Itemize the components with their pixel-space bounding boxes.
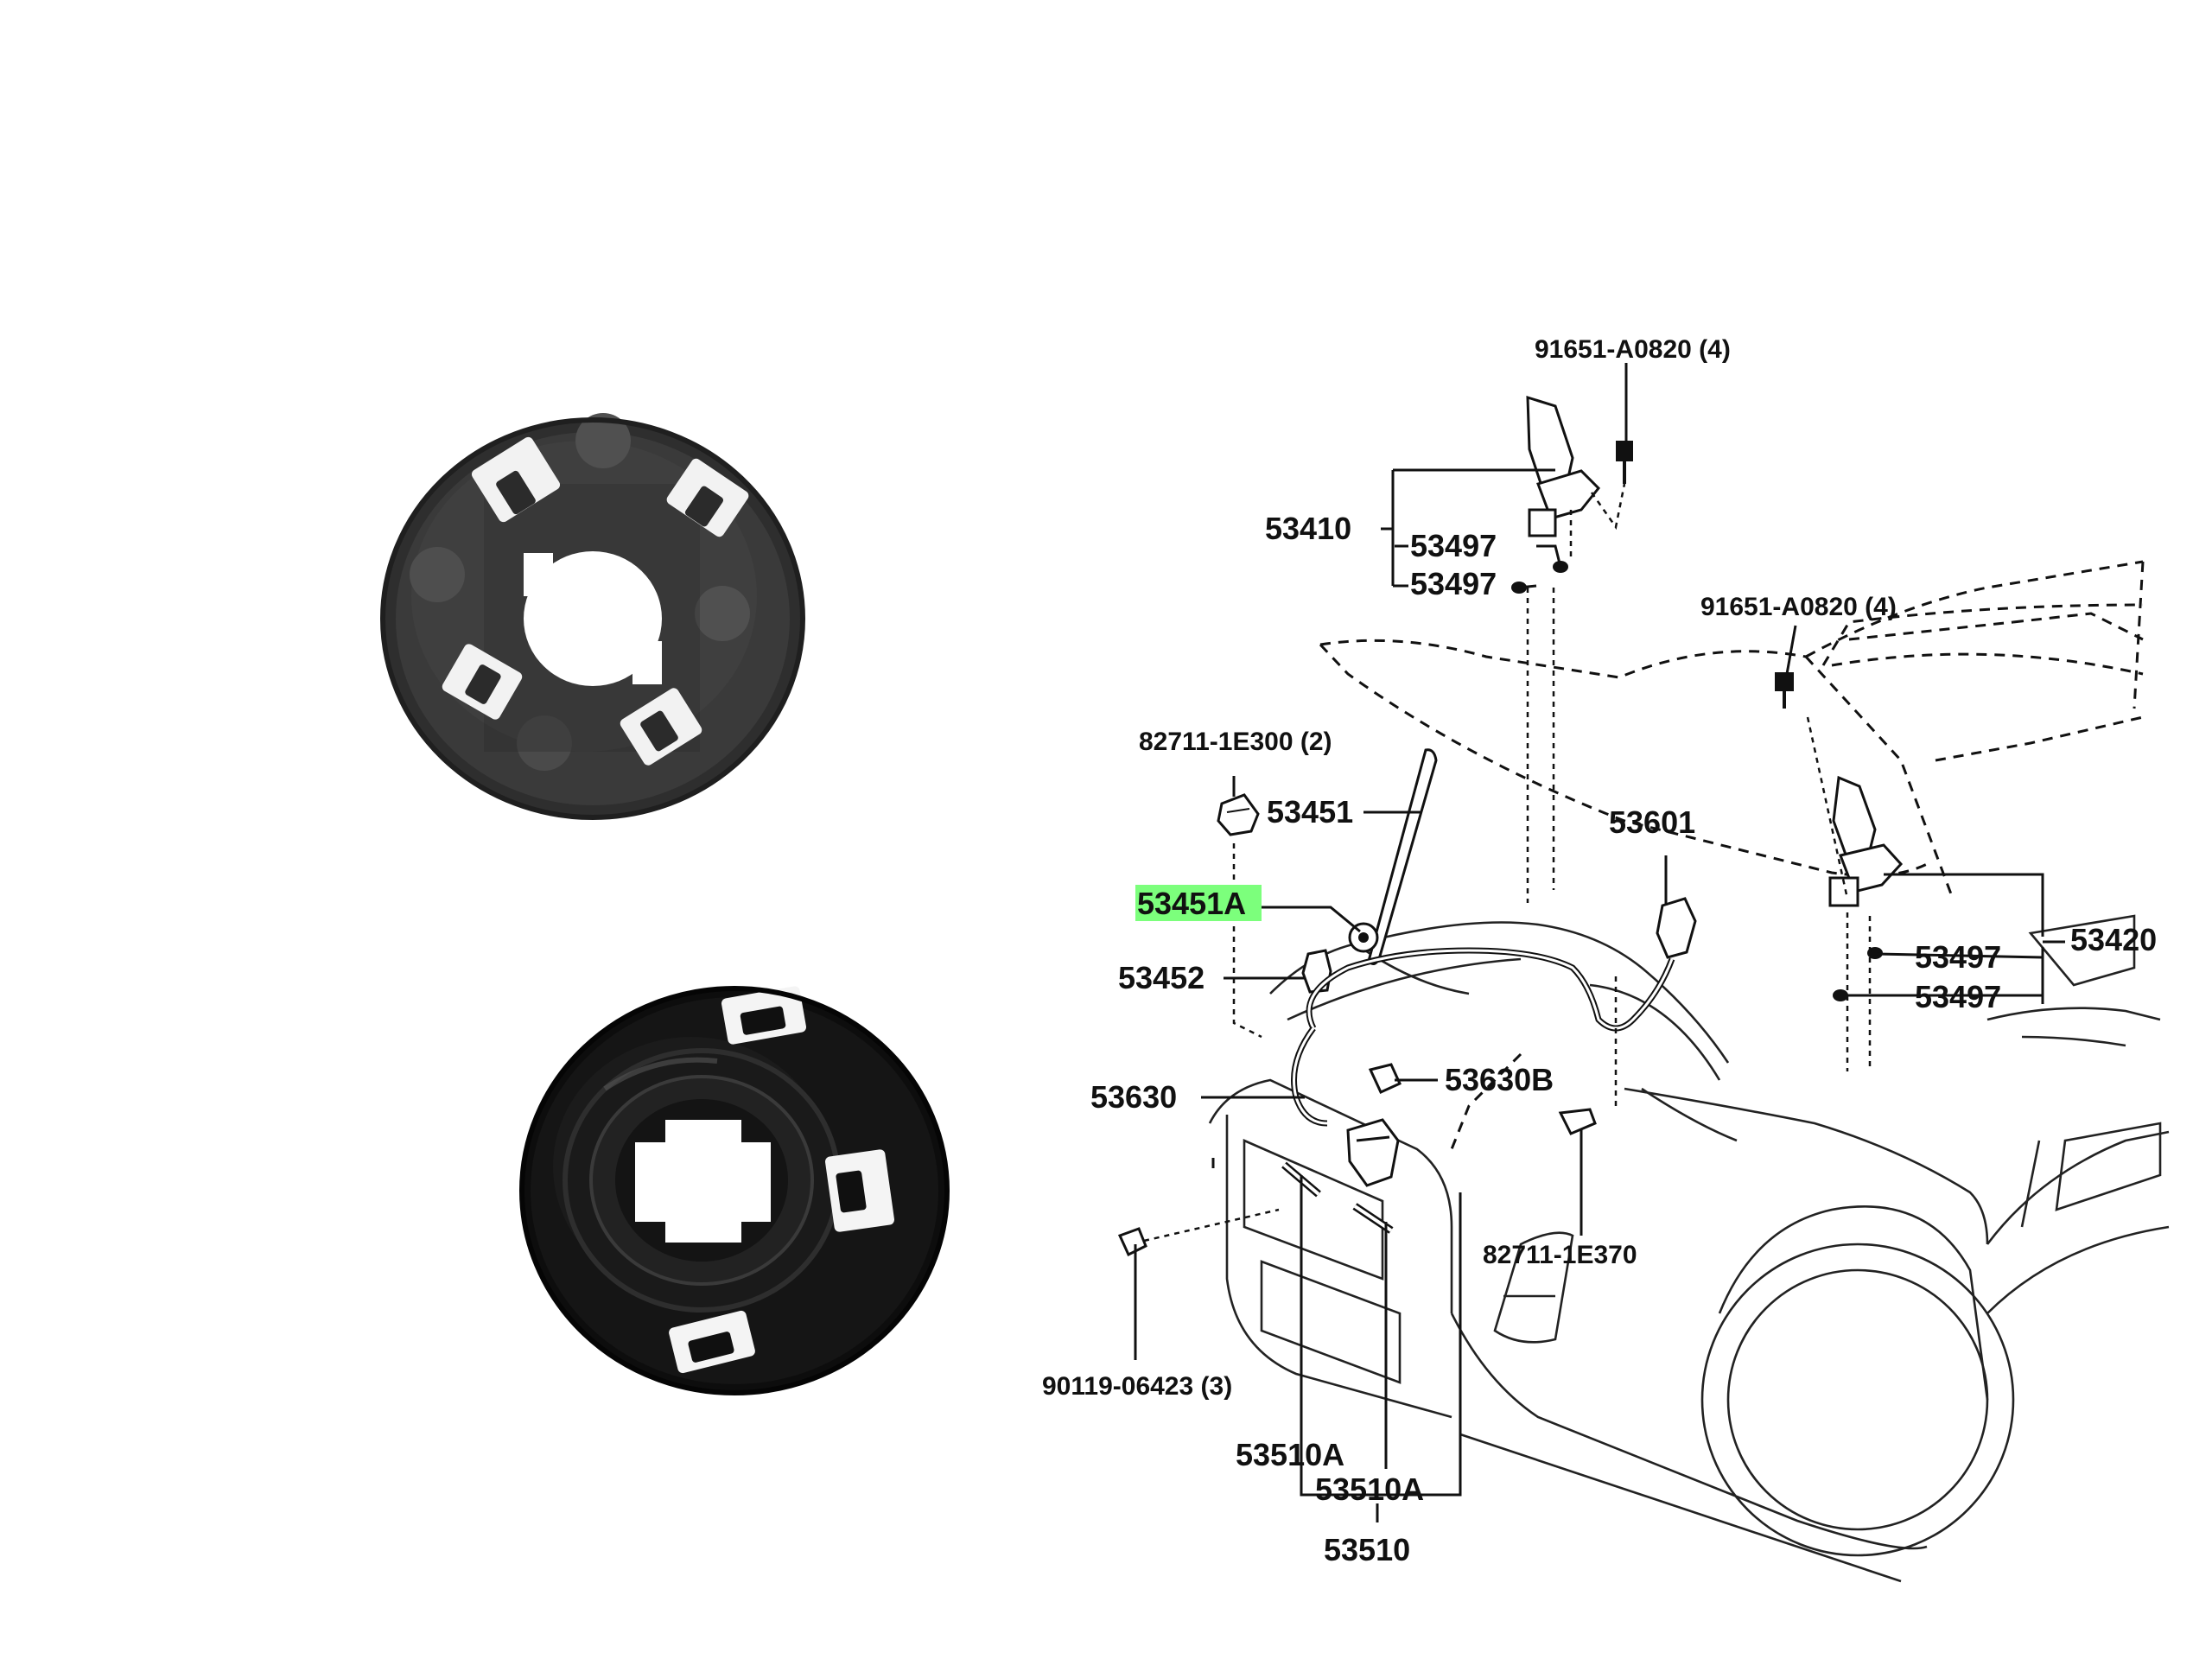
label-53451a: 53451A xyxy=(1137,886,1246,921)
hinge-bolt-right xyxy=(1775,672,1794,709)
leader-lines xyxy=(1134,363,2065,1522)
vehicle-outline xyxy=(1208,560,2170,1583)
label-53497-d: 53497 xyxy=(1915,979,2001,1014)
clip-photo-bottom xyxy=(519,986,950,1395)
highlight-53451a xyxy=(1135,885,1262,921)
label-82711-1e300: 82711-1E300 (2) xyxy=(1139,728,1332,756)
hood-hinge-right xyxy=(1828,775,1904,907)
label-53510: 53510 xyxy=(1324,1532,1410,1567)
label-91651-a0820-left: 91651-A0820 (4) xyxy=(1535,335,1731,364)
label-90119-06423: 90119-06423 (3) xyxy=(1042,1372,1232,1401)
rod-grommet xyxy=(1301,949,1332,994)
label-53410: 53410 xyxy=(1265,511,1351,546)
hood-hinge-left xyxy=(1526,395,1601,537)
label-82711-1e370: 82711-1E370 xyxy=(1483,1241,1637,1269)
lock-bolt-main xyxy=(1117,1227,1147,1257)
rod-holder-clip xyxy=(1348,922,1379,953)
label-53497-b: 53497 xyxy=(1410,566,1497,601)
label-91651-a0820-right: 91651-A0820 (4) xyxy=(1700,593,1897,621)
hood-cushion-clip xyxy=(1217,793,1260,836)
lock-stop-piece xyxy=(1368,1063,1402,1094)
label-53452: 53452 xyxy=(1118,960,1205,995)
label-53451: 53451 xyxy=(1267,794,1353,830)
hood-lock-release xyxy=(1656,897,1697,959)
exploded-diagram: 91651-A0820 (4) 53410 53497 53497 91651-… xyxy=(1023,268,2186,1642)
label-53630b: 53630B xyxy=(1445,1062,1554,1097)
release-cable xyxy=(1291,947,1675,1127)
label-53510a-b: 53510A xyxy=(1315,1471,1424,1507)
hinge-bolt-left xyxy=(1616,441,1633,484)
label-53497-a: 53497 xyxy=(1410,528,1497,563)
cable-clamp-clip xyxy=(1558,1108,1597,1135)
label-53510a-a: 53510A xyxy=(1236,1437,1344,1472)
label-53630: 53630 xyxy=(1090,1079,1177,1115)
label-53601: 53601 xyxy=(1609,804,1695,840)
clip-photo-top xyxy=(380,413,805,820)
label-53420: 53420 xyxy=(2070,922,2157,957)
hood-lock-assembly xyxy=(1346,1118,1400,1187)
label-53497-c: 53497 xyxy=(1915,939,2001,975)
